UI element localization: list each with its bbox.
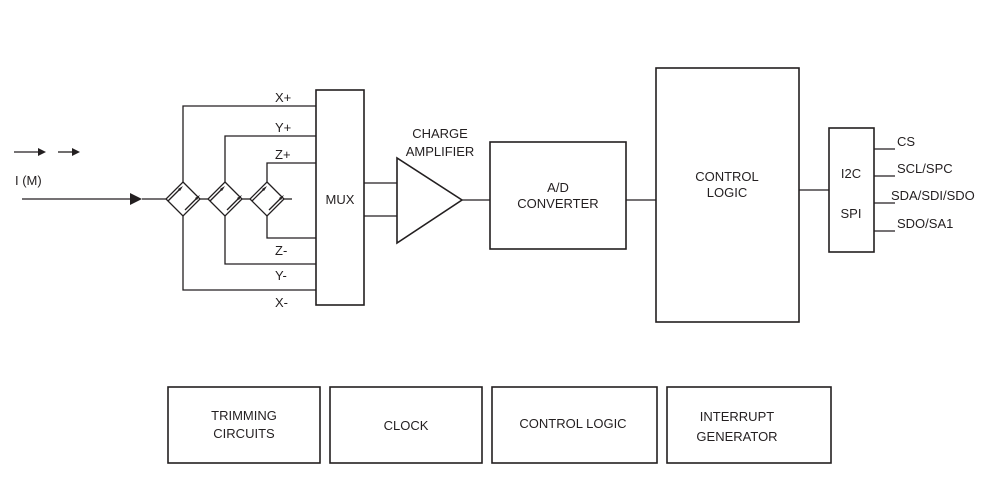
mux-pin-y-minus: Y- bbox=[275, 268, 287, 283]
mux-pin-x-plus: X+ bbox=[275, 90, 291, 105]
interrupt-label-line2: GENERATOR bbox=[696, 429, 777, 444]
mux-to-amplifier-wires bbox=[364, 182, 397, 217]
adc-label-line2: CONVERTER bbox=[517, 196, 598, 211]
control-label-line2: LOGIC bbox=[707, 185, 747, 200]
control-logic-block bbox=[655, 67, 800, 323]
i2c-label: I2C bbox=[841, 166, 861, 181]
trimming-label-line2: CIRCUITS bbox=[213, 426, 275, 441]
mux-pin-z-minus: Z- bbox=[275, 243, 287, 258]
signal-cs: CS bbox=[897, 134, 915, 149]
sensor-bridge-z bbox=[249, 181, 285, 217]
clock-block bbox=[329, 386, 483, 464]
amplifier-label-line2: AMPLIFIER bbox=[406, 144, 475, 159]
control-logic-aux-block bbox=[491, 386, 658, 464]
control-label-line1: CONTROL bbox=[695, 169, 759, 184]
bridge-wiring bbox=[182, 105, 316, 291]
mux-pin-y-plus: Y+ bbox=[275, 120, 291, 135]
interrupt-generator-block bbox=[666, 386, 832, 464]
interrupt-label-line1: INTERRUPT bbox=[700, 409, 774, 424]
signal-sdo-sa1: SDO/SA1 bbox=[897, 216, 953, 231]
mux-pin-x-minus: X- bbox=[275, 295, 288, 310]
charge-amplifier bbox=[396, 156, 464, 245]
input-arrow-icon bbox=[22, 193, 166, 205]
trimming-circuits-block bbox=[167, 386, 321, 464]
clock-label: CLOCK bbox=[384, 418, 429, 433]
control-logic-aux-label: CONTROL LOGIC bbox=[519, 416, 626, 431]
amplifier-label-line1: CHARGE bbox=[412, 126, 468, 141]
spi-label: SPI bbox=[841, 206, 862, 221]
adc-label-line1: A/D bbox=[547, 180, 569, 195]
trimming-label-line1: TRIMMING bbox=[211, 408, 277, 423]
mux-block bbox=[315, 89, 365, 306]
interface-signal-wires bbox=[874, 148, 895, 232]
signal-scl-spc: SCL/SPC bbox=[897, 161, 953, 176]
mux-pin-z-plus: Z+ bbox=[275, 147, 291, 162]
interface-block bbox=[828, 127, 875, 253]
sensor-bridge-x bbox=[165, 181, 201, 217]
acceleration-arrows-icon bbox=[14, 148, 80, 156]
mux-label: MUX bbox=[326, 192, 355, 207]
input-label: I (M) bbox=[15, 173, 42, 188]
adc-block bbox=[489, 141, 627, 250]
sensor-bridge-y bbox=[207, 181, 243, 217]
signal-sda-sdi-sdo: SDA/SDI/SDO bbox=[891, 188, 975, 203]
